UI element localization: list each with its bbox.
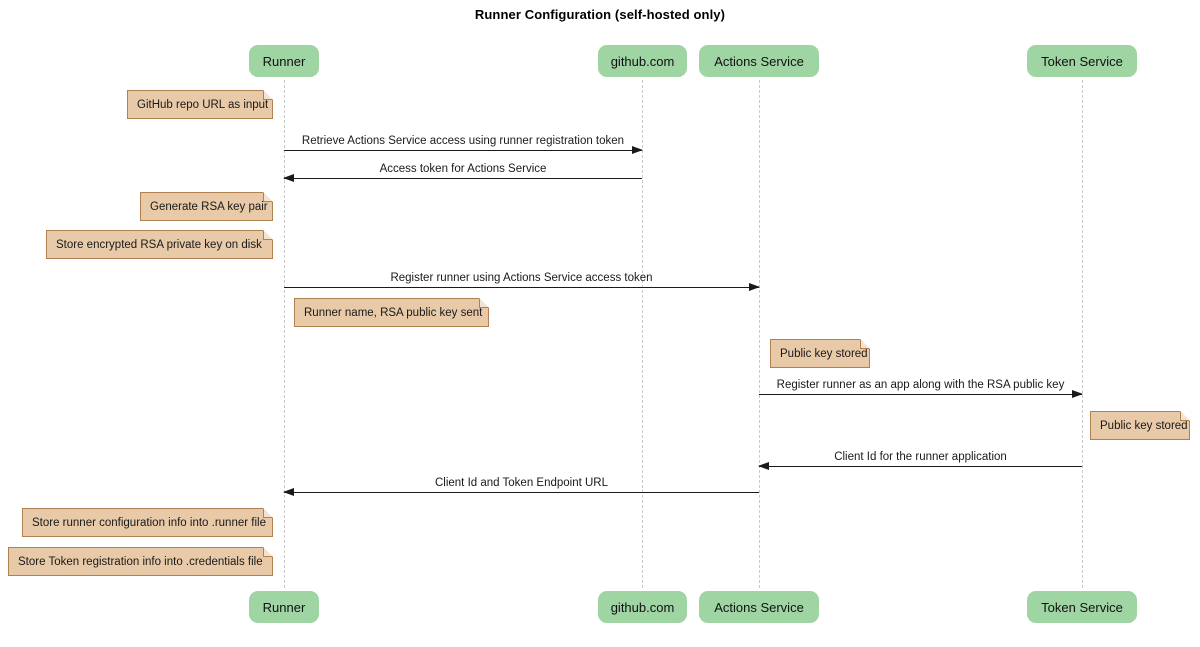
participant-actions-top[interactable]: Actions Service bbox=[699, 45, 819, 77]
participant-actions-bottom[interactable]: Actions Service bbox=[699, 591, 819, 623]
participant-label: Runner bbox=[262, 599, 306, 615]
message-label: Register runner using Actions Service ac… bbox=[390, 272, 653, 284]
diagram-title: Runner Configuration (self-hosted only) bbox=[474, 7, 726, 22]
note-fold-icon bbox=[263, 508, 273, 518]
participant-runner-top[interactable]: Runner bbox=[249, 45, 319, 77]
message-label: Client Id for the runner application bbox=[834, 451, 1007, 463]
message-label: Access token for Actions Service bbox=[379, 163, 547, 175]
note: Store Token registration info into .cred… bbox=[8, 547, 273, 576]
note-fold-icon bbox=[1180, 411, 1190, 421]
lifeline-github bbox=[642, 80, 643, 588]
message-line bbox=[284, 178, 642, 179]
lifeline-runner bbox=[284, 80, 285, 588]
participant-label: Token Service bbox=[1041, 599, 1123, 615]
message-line bbox=[759, 466, 1082, 467]
note-label: Runner name, RSA public key sent bbox=[304, 306, 483, 319]
participant-runner-bottom[interactable]: Runner bbox=[249, 591, 319, 623]
message-label: Client Id and Token Endpoint URL bbox=[434, 477, 609, 489]
message-label: Retrieve Actions Service access using ru… bbox=[301, 135, 625, 147]
participant-label: Actions Service bbox=[714, 599, 804, 615]
participant-label: Actions Service bbox=[714, 53, 804, 69]
lifeline-actions bbox=[759, 80, 760, 588]
message-line bbox=[284, 492, 759, 493]
note-label: Public key stored bbox=[780, 347, 868, 360]
participant-token-bottom[interactable]: Token Service bbox=[1027, 591, 1137, 623]
participant-label: github.com bbox=[610, 53, 675, 69]
participant-label: Runner bbox=[262, 53, 306, 69]
note-label: Store Token registration info into .cred… bbox=[18, 555, 263, 568]
note: Runner name, RSA public key sent bbox=[294, 298, 489, 327]
participant-github-top[interactable]: github.com bbox=[598, 45, 687, 77]
arrowhead-icon bbox=[749, 282, 760, 291]
message-line bbox=[284, 150, 642, 151]
note: Generate RSA key pair bbox=[140, 192, 273, 221]
participant-label: github.com bbox=[610, 599, 675, 615]
note-fold-icon bbox=[263, 547, 273, 557]
participant-github-bottom[interactable]: github.com bbox=[598, 591, 687, 623]
note-fold-icon bbox=[860, 339, 870, 349]
note-label: Public key stored bbox=[1100, 419, 1188, 432]
note-label: Generate RSA key pair bbox=[150, 200, 268, 213]
participant-token-top[interactable]: Token Service bbox=[1027, 45, 1137, 77]
note-label: Store runner configuration info into .ru… bbox=[32, 516, 266, 529]
message-label: Register runner as an app along with the… bbox=[776, 379, 1065, 391]
arrowhead-icon bbox=[1072, 389, 1083, 398]
note-label: Store encrypted RSA private key on disk bbox=[56, 238, 262, 251]
message-line bbox=[284, 287, 759, 288]
arrowhead-icon bbox=[283, 487, 294, 496]
arrowhead-icon bbox=[758, 461, 769, 470]
note: Public key stored bbox=[1090, 411, 1190, 440]
note: Public key stored bbox=[770, 339, 870, 368]
note-label: GitHub repo URL as input bbox=[137, 98, 269, 111]
note: GitHub repo URL as input bbox=[127, 90, 273, 119]
lifeline-token bbox=[1082, 80, 1083, 588]
participant-label: Token Service bbox=[1041, 53, 1123, 69]
arrowhead-icon bbox=[632, 145, 643, 154]
note-fold-icon bbox=[263, 90, 273, 100]
note: Store encrypted RSA private key on disk bbox=[46, 230, 273, 259]
note-fold-icon bbox=[263, 230, 273, 240]
note-fold-icon bbox=[263, 192, 273, 202]
note: Store runner configuration info into .ru… bbox=[22, 508, 273, 537]
arrowhead-icon bbox=[283, 173, 294, 182]
note-fold-icon bbox=[479, 298, 489, 308]
message-line bbox=[759, 394, 1082, 395]
